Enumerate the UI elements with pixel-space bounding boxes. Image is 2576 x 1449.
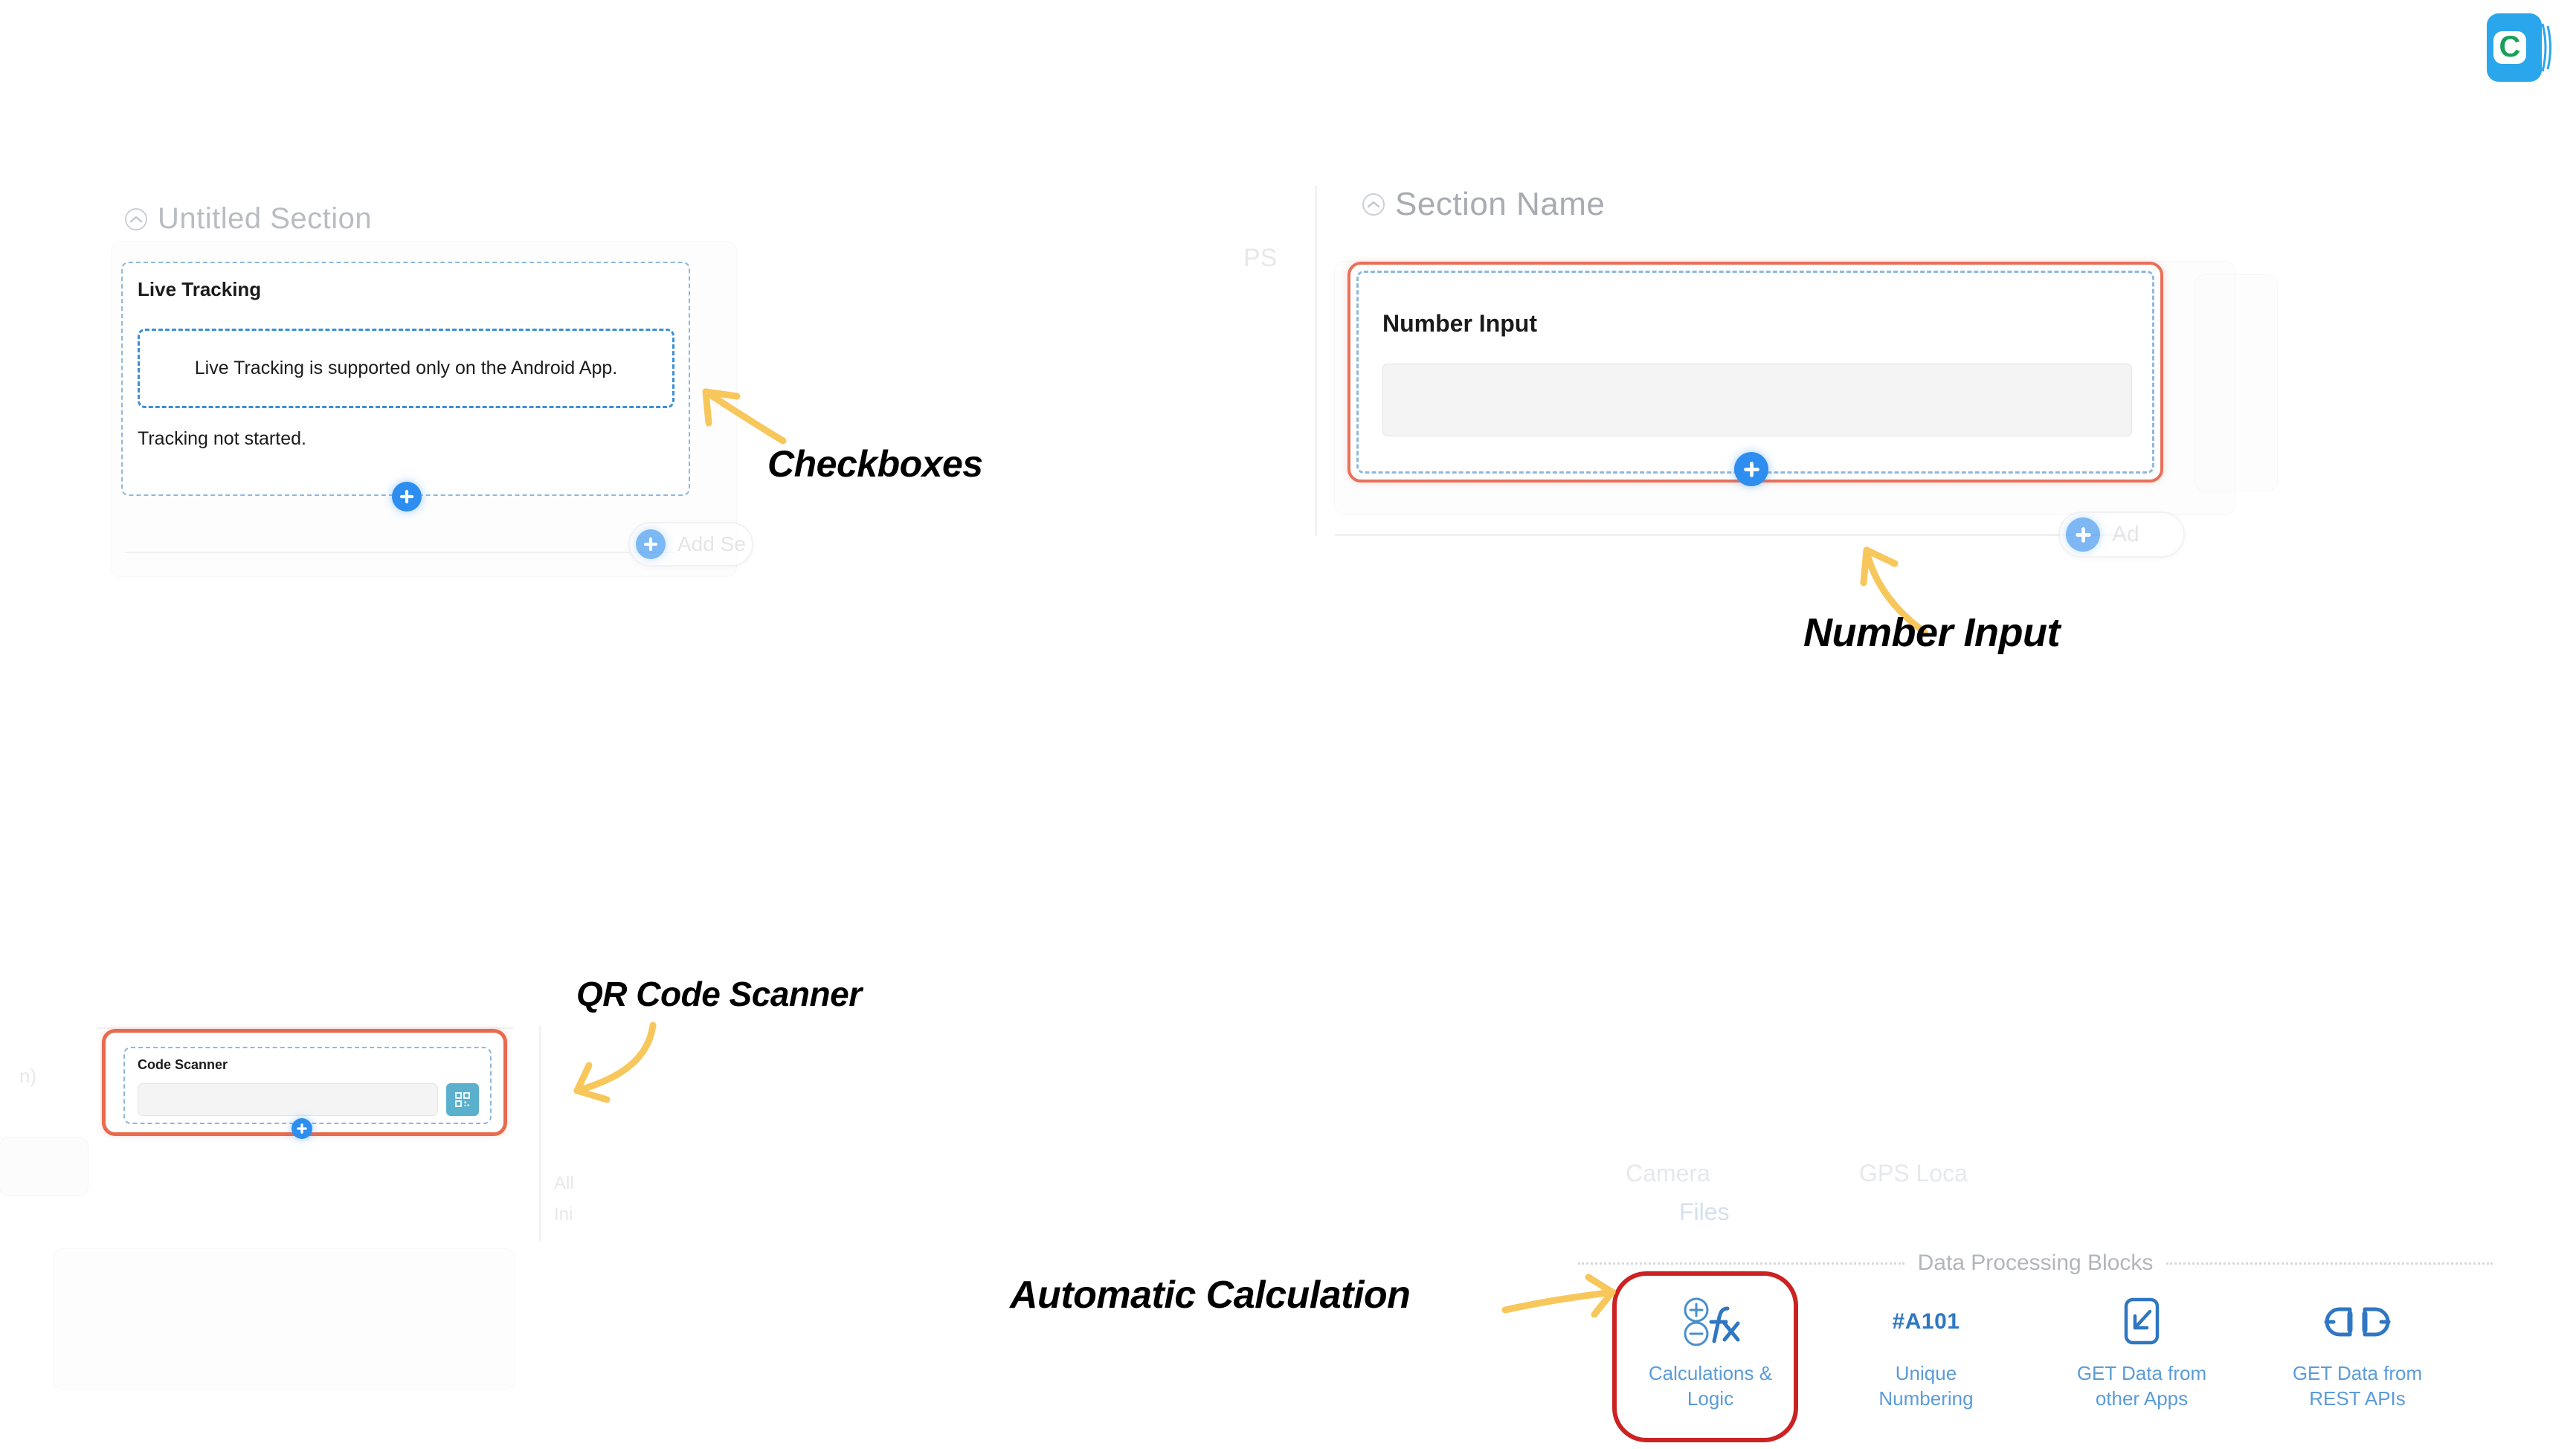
code-scanner-input[interactable]	[138, 1083, 438, 1116]
code-scanner-field-card[interactable]: Code Scanner	[123, 1047, 492, 1124]
right-section-title: Section Name	[1395, 186, 1606, 222]
left-section-title: Untitled Section	[158, 202, 373, 235]
add-section-button-left[interactable]: Add Se	[628, 522, 753, 567]
unique-numbering-badge: #A101	[1892, 1309, 1960, 1334]
plug-connector-icon	[2323, 1294, 2392, 1350]
number-input-field[interactable]	[1382, 364, 2132, 436]
annotation-automatic-calculation: Automatic Calculation	[1010, 1274, 1411, 1317]
add-field-button-right[interactable]	[1734, 452, 1768, 486]
number-input-arrow	[1860, 546, 1928, 636]
separator-line-right	[2166, 1262, 2493, 1265]
add-section-button-right[interactable]: Ad	[2058, 511, 2185, 558]
left-divider	[125, 552, 675, 553]
data-processing-separator: Data Processing Blocks	[1578, 1250, 2493, 1276]
automatic-calculation-arrow	[1501, 1274, 1616, 1318]
live-tracking-status: Tracking not started.	[138, 428, 306, 449]
scanner-panel-edge	[539, 1026, 541, 1242]
calculations-logic-highlight	[1612, 1271, 1798, 1442]
code-scanner-label: Code Scanner	[138, 1057, 228, 1072]
annotation-number-input: Number Input	[1803, 610, 2060, 655]
qr-code-scanner-arrow	[573, 1022, 657, 1103]
live-tracking-notice-text: Live Tracking is supported only on the A…	[194, 358, 618, 378]
hash-a101-icon: #A101	[1893, 1294, 1960, 1350]
separator-line-left	[1578, 1262, 1904, 1265]
data-processing-separator-label: Data Processing Blocks	[1917, 1250, 2154, 1275]
add-section-plus-icon-left	[636, 529, 666, 559]
left-section-header[interactable]: Untitled Section	[125, 202, 372, 236]
block-calculations-and-logic[interactable]: Calculations &Logic	[1636, 1294, 1785, 1412]
scanner-ghost-left-card	[0, 1137, 88, 1195]
logo-body: C	[2487, 13, 2542, 82]
logo-letter: C	[2499, 30, 2521, 63]
ghost-label-camera: Camera	[1626, 1160, 1710, 1187]
checkboxes-arrow	[702, 388, 787, 445]
clappia-logo: C	[2487, 13, 2555, 82]
ghost-label-ini: Ini	[554, 1204, 573, 1224]
add-field-button-scanner[interactable]	[292, 1118, 312, 1139]
chevron-up-circle-icon[interactable]	[1362, 193, 1385, 216]
add-field-button-left[interactable]	[392, 482, 422, 511]
ghost-label-ps: PS	[1243, 244, 1278, 272]
number-input-highlight: Number Input	[1347, 262, 2163, 483]
live-tracking-field-card[interactable]: Live Tracking Live Tracking is supported…	[121, 262, 690, 496]
number-input-field-card[interactable]: Number Input	[1356, 271, 2154, 474]
ghost-label-files: Files	[1679, 1198, 1730, 1225]
annotation-qr-code-scanner: QR Code Scanner	[576, 975, 862, 1013]
logo-c-badge: C	[2493, 31, 2526, 64]
code-scanner-highlight: Code Scanner	[102, 1029, 507, 1136]
number-input-label: Number Input	[1382, 310, 1537, 337]
right-section-header[interactable]: Section Name	[1362, 186, 1605, 223]
import-arrow-icon	[2119, 1294, 2165, 1350]
live-tracking-label: Live Tracking	[138, 278, 262, 300]
panel-edge	[1315, 186, 1317, 535]
chevron-up-circle-icon[interactable]	[125, 207, 147, 230]
scanner-ghost-bottom-panel	[54, 1249, 515, 1389]
ghost-label-all: All	[554, 1173, 574, 1193]
ghost-label-n: n)	[19, 1065, 37, 1087]
qr-code-icon[interactable]	[446, 1083, 479, 1116]
annotation-checkboxes: Checkboxes	[767, 443, 983, 485]
right-edge-ghost-card	[2195, 275, 2277, 491]
scanner-top-divider	[97, 1027, 513, 1029]
add-section-label-left: Add Se	[677, 532, 746, 555]
block-label: Calculations &Logic	[1648, 1362, 1773, 1410]
add-section-label-right: Ad	[2112, 522, 2139, 546]
right-divider	[1335, 534, 2127, 536]
calculator-fx-icon	[1678, 1294, 1742, 1350]
add-section-plus-icon-right	[2066, 517, 2100, 552]
ghost-label-gps: GPS Loca	[1859, 1160, 1968, 1187]
live-tracking-notice-box: Live Tracking is supported only on the A…	[138, 329, 674, 408]
